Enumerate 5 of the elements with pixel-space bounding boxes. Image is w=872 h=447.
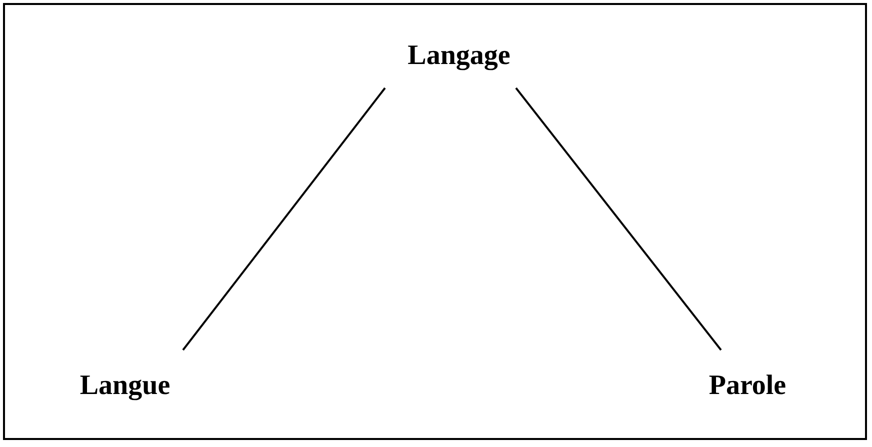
- connector-line: [182, 87, 386, 351]
- node-label: Parole: [708, 370, 786, 402]
- node-label: Langage: [408, 40, 510, 72]
- node-label: Langue: [80, 370, 170, 402]
- connector-line: [515, 87, 722, 351]
